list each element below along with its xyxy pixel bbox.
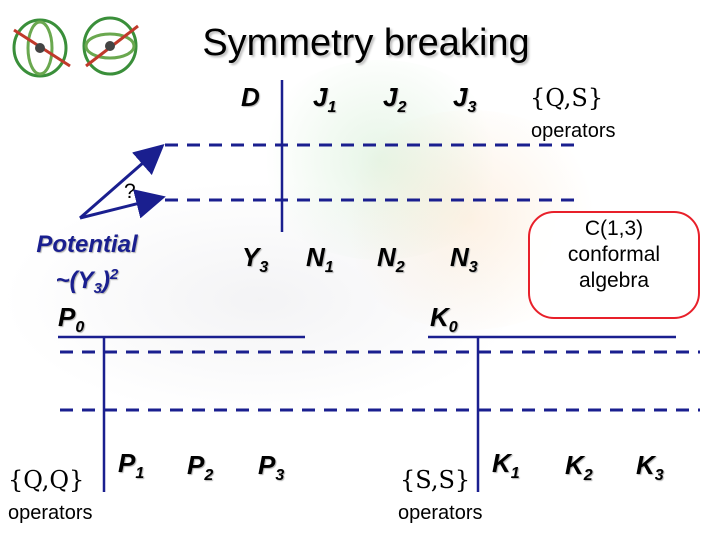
anticommutator-qs: {Q,S} — [530, 84, 604, 112]
background-blob-green — [250, 60, 510, 260]
page-title: Symmetry breaking — [202, 22, 530, 64]
anticommutator-ss: {S,S} — [400, 466, 471, 494]
potential-label: Potential ~(Y3)2 — [22, 230, 152, 304]
potential-line2: ~(Y3)2 — [55, 266, 119, 297]
symbol-p2: P2 — [187, 450, 214, 484]
arrow-to-potential — [79, 189, 166, 220]
symbol-k2: K2 — [565, 450, 593, 484]
symbol-j2: J2 — [383, 82, 407, 116]
operators-label-qs: operators — [531, 120, 616, 142]
symbol-k1: K1 — [492, 448, 520, 482]
potential-line1: Potential — [36, 231, 138, 258]
conformal-line2: conformal — [567, 243, 661, 266]
symbol-d: D — [241, 82, 260, 112]
symbol-p3: P3 — [258, 450, 285, 484]
symbol-n3: N3 — [450, 242, 478, 276]
symbol-n1: N1 — [306, 242, 334, 276]
symbol-j1: J1 — [313, 82, 337, 116]
conformal-algebra-text: C(1,3) conformal algebra — [528, 216, 700, 294]
symbol-y3: Y3 — [242, 242, 269, 276]
conformal-line1: C(1,3) — [584, 217, 644, 240]
conformal-line3: algebra — [578, 269, 650, 292]
question-mark: ? — [124, 180, 136, 203]
symbol-k0: K0 — [430, 302, 458, 336]
operators-label-ss: operators — [398, 502, 483, 524]
anticommutator-qq: {Q,Q} — [8, 466, 85, 494]
symbol-j3: J3 — [453, 82, 477, 116]
symbol-k3: K3 — [636, 450, 664, 484]
conformal-algebra-box — [528, 211, 700, 319]
arrow-to-lines — [79, 144, 165, 220]
background-blob-grey — [0, 180, 520, 420]
operators-label-qq: operators — [8, 502, 93, 524]
symbol-p0: P0 — [58, 302, 85, 336]
gyroscope-logo-icon — [12, 16, 139, 78]
symbol-p1: P1 — [118, 448, 145, 482]
symbol-n2: N2 — [377, 242, 405, 276]
